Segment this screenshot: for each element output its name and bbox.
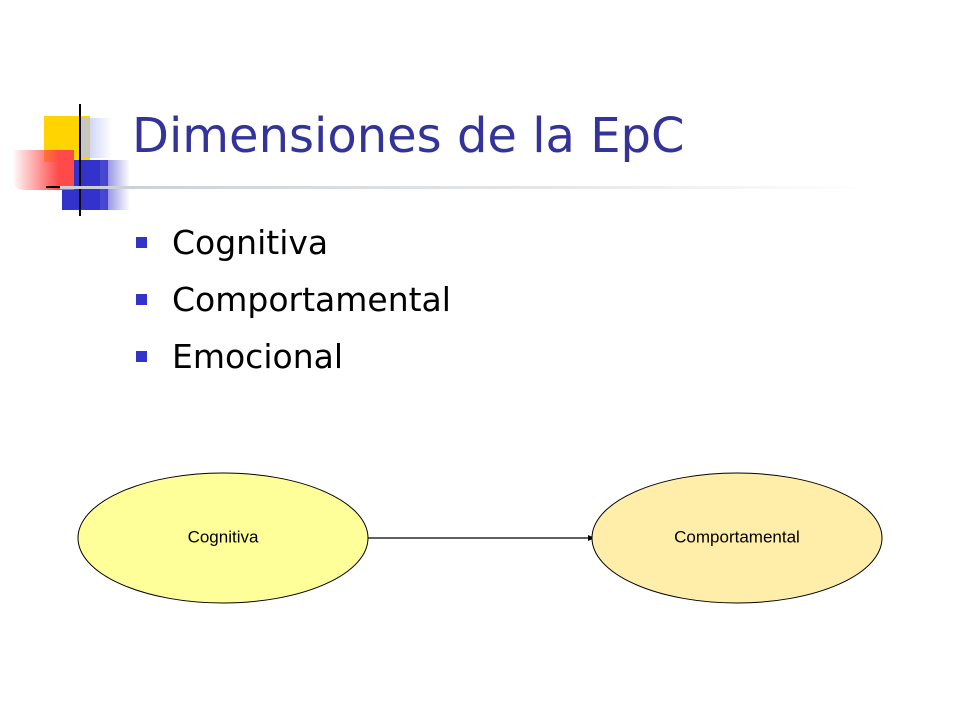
node-comportamental-ellipse [591,472,883,604]
bullet-square-icon [136,351,147,362]
logo-blue-gradient [100,160,130,210]
bullet-text: Comportamental [172,280,451,319]
node-cognitiva-label: Cognitiva [188,527,259,546]
node-cognitiva-ellipse [77,472,369,604]
node-comportamental: Comportamental [591,472,883,604]
bullet-item: Emocional [136,328,451,385]
node-comportamental-label: Comportamental [674,527,800,546]
title-underline [60,186,870,189]
bullet-item: Comportamental [136,271,451,328]
bullet-text: Cognitiva [172,223,329,262]
bullet-text: Emocional [172,337,343,376]
slide-logo [0,0,140,230]
node-cognitiva: Cognitiva [77,472,369,604]
bullet-square-icon [136,294,147,305]
bullet-list: Cognitiva Comportamental Emocional [136,214,451,385]
logo-vertical-line [79,104,81,216]
logo-red-square [12,150,74,190]
slide-title: Dimensiones de la EpC [132,108,685,164]
logo-blue-fade-square [82,118,112,158]
bullet-item: Cognitiva [136,214,451,271]
bullet-square-icon [136,237,147,248]
